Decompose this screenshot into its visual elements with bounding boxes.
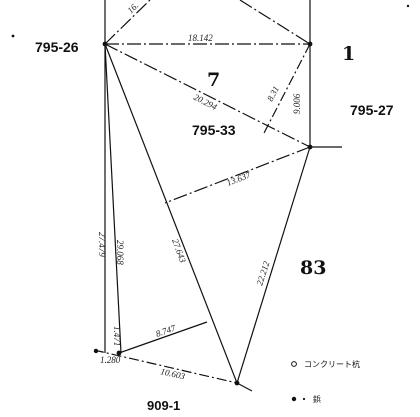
legend-concrete-pile: コンクリート杭 <box>304 359 360 369</box>
distance-label-center-diag: 27.643 <box>170 237 188 264</box>
bottom-short-line <box>118 321 208 354</box>
mid-diag-line <box>104 43 311 148</box>
distance-label-bottom-edge: 10.603 <box>160 366 187 381</box>
rivet-point-icon <box>234 380 240 386</box>
distance-label-corner-mark: 1.280 <box>100 355 121 365</box>
rivet-point-icon <box>307 41 313 47</box>
rivet-point-icon <box>93 348 99 354</box>
rivet-point-icon <box>116 350 122 356</box>
distance-label-right-lower-diag: 22.212 <box>254 260 271 287</box>
distance-label-left-vertical-b: 29.068 <box>115 240 125 265</box>
stray-mark <box>406 4 410 8</box>
rivet-legend-dot-icon <box>302 397 306 401</box>
distance-label-short-diag: 8.31 <box>265 84 281 103</box>
rivet-legend-icon <box>291 396 297 402</box>
distance-label-short-left: 1.471 <box>112 326 122 346</box>
top-right-diag <box>239 0 311 45</box>
right-lower-diag-line <box>236 146 311 384</box>
lot-label-795-33: 795-33 <box>192 122 236 138</box>
lot-label-795-27: 795-27 <box>350 102 394 118</box>
distance-label-top-edge: 18.142 <box>188 33 213 43</box>
rivet-point-icon <box>307 144 313 150</box>
parcel-number-83: 83 <box>300 257 326 279</box>
legend-rivet: 鋲 <box>313 394 321 404</box>
top-left-diag <box>104 0 151 45</box>
center-diag-line <box>104 43 238 384</box>
parcel-number-1: 1 <box>342 43 355 65</box>
distance-label-left-vertical-a: 27.479 <box>97 232 107 257</box>
rivet-point-icon <box>102 41 108 47</box>
distance-label-low-diag: 13.637 <box>225 169 252 187</box>
stray-mark <box>11 34 15 38</box>
short-diag-line <box>262 43 311 136</box>
distance-label-right-vertical: 9.006 <box>292 93 302 114</box>
bottom-tail-line <box>236 382 253 392</box>
bottom-edge-line <box>93 349 238 384</box>
parcel-number-7: 7 <box>207 69 220 91</box>
concrete-pile-icon <box>291 361 297 367</box>
low-diag-line <box>164 146 311 204</box>
lot-label-909-1: 909-1 <box>147 398 180 413</box>
distance-label-top-diag: 16. <box>125 0 140 15</box>
left-inner-line <box>104 43 122 354</box>
lot-label-795-26: 795-26 <box>35 39 79 55</box>
